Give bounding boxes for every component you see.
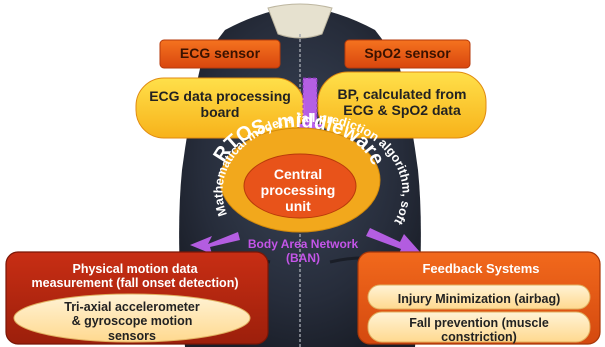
feedback-systems-title: Feedback Systems	[422, 261, 540, 276]
ban-arrow-left	[190, 232, 240, 254]
fall-prevention-line1: Fall prevention (muscle	[409, 316, 549, 330]
spo2-sensor-label: SpO2 sensor	[364, 45, 451, 61]
motion-sensor-line3: sensors	[108, 328, 156, 343]
ban-label-line2: (BAN)	[286, 250, 320, 265]
bp-label-line2: ECG & SpO2 data	[343, 102, 461, 119]
ecg-sensor-label: ECG sensor	[179, 45, 261, 61]
bp-pill	[317, 71, 487, 139]
fall-prevention-label: Fall prevention (muscle constriction)	[366, 316, 592, 345]
cpu-label: Central processing unit	[248, 166, 348, 214]
cpu-label-line1: Central	[273, 166, 323, 182]
physical-motion-box	[5, 251, 269, 345]
physical-motion-title: Physical motion data measurement (fall o…	[10, 262, 260, 291]
physical-motion-title-line2: measurement (fall onset detection)	[31, 276, 239, 291]
cpu-label-line3: unit	[285, 198, 311, 215]
feedback-systems-box	[357, 251, 601, 345]
ban-label-line1: Body Area Network	[247, 237, 359, 251]
injury-minimization-label: Injury Minimization (airbag)	[397, 292, 561, 306]
ecg-sensor-tag	[159, 39, 281, 69]
bp-label-line1: BP, calculated from	[337, 86, 467, 102]
motion-sensor-line2: & gyroscope motion	[71, 314, 193, 329]
cpu-ellipse	[243, 153, 357, 219]
bp-label: BP, calculated from ECG & SpO2 data	[322, 86, 482, 118]
motion-sensor-line1: Tri-axial accelerometer	[64, 300, 200, 314]
fall-prevention-line2: constriction)	[441, 330, 517, 345]
ban-label: Body Area Network (BAN)	[218, 237, 388, 266]
ban-arrow-right	[366, 228, 420, 256]
spo2-sensor-tag	[344, 39, 471, 69]
physical-motion-title-line1: Physical motion data	[72, 262, 198, 276]
cpu-label-line2: processing	[260, 182, 336, 199]
ecg-board-label: ECG data processing board	[149, 88, 291, 121]
motion-sensor-label: Tri-axial accelerometer & gyroscope moti…	[32, 300, 232, 343]
